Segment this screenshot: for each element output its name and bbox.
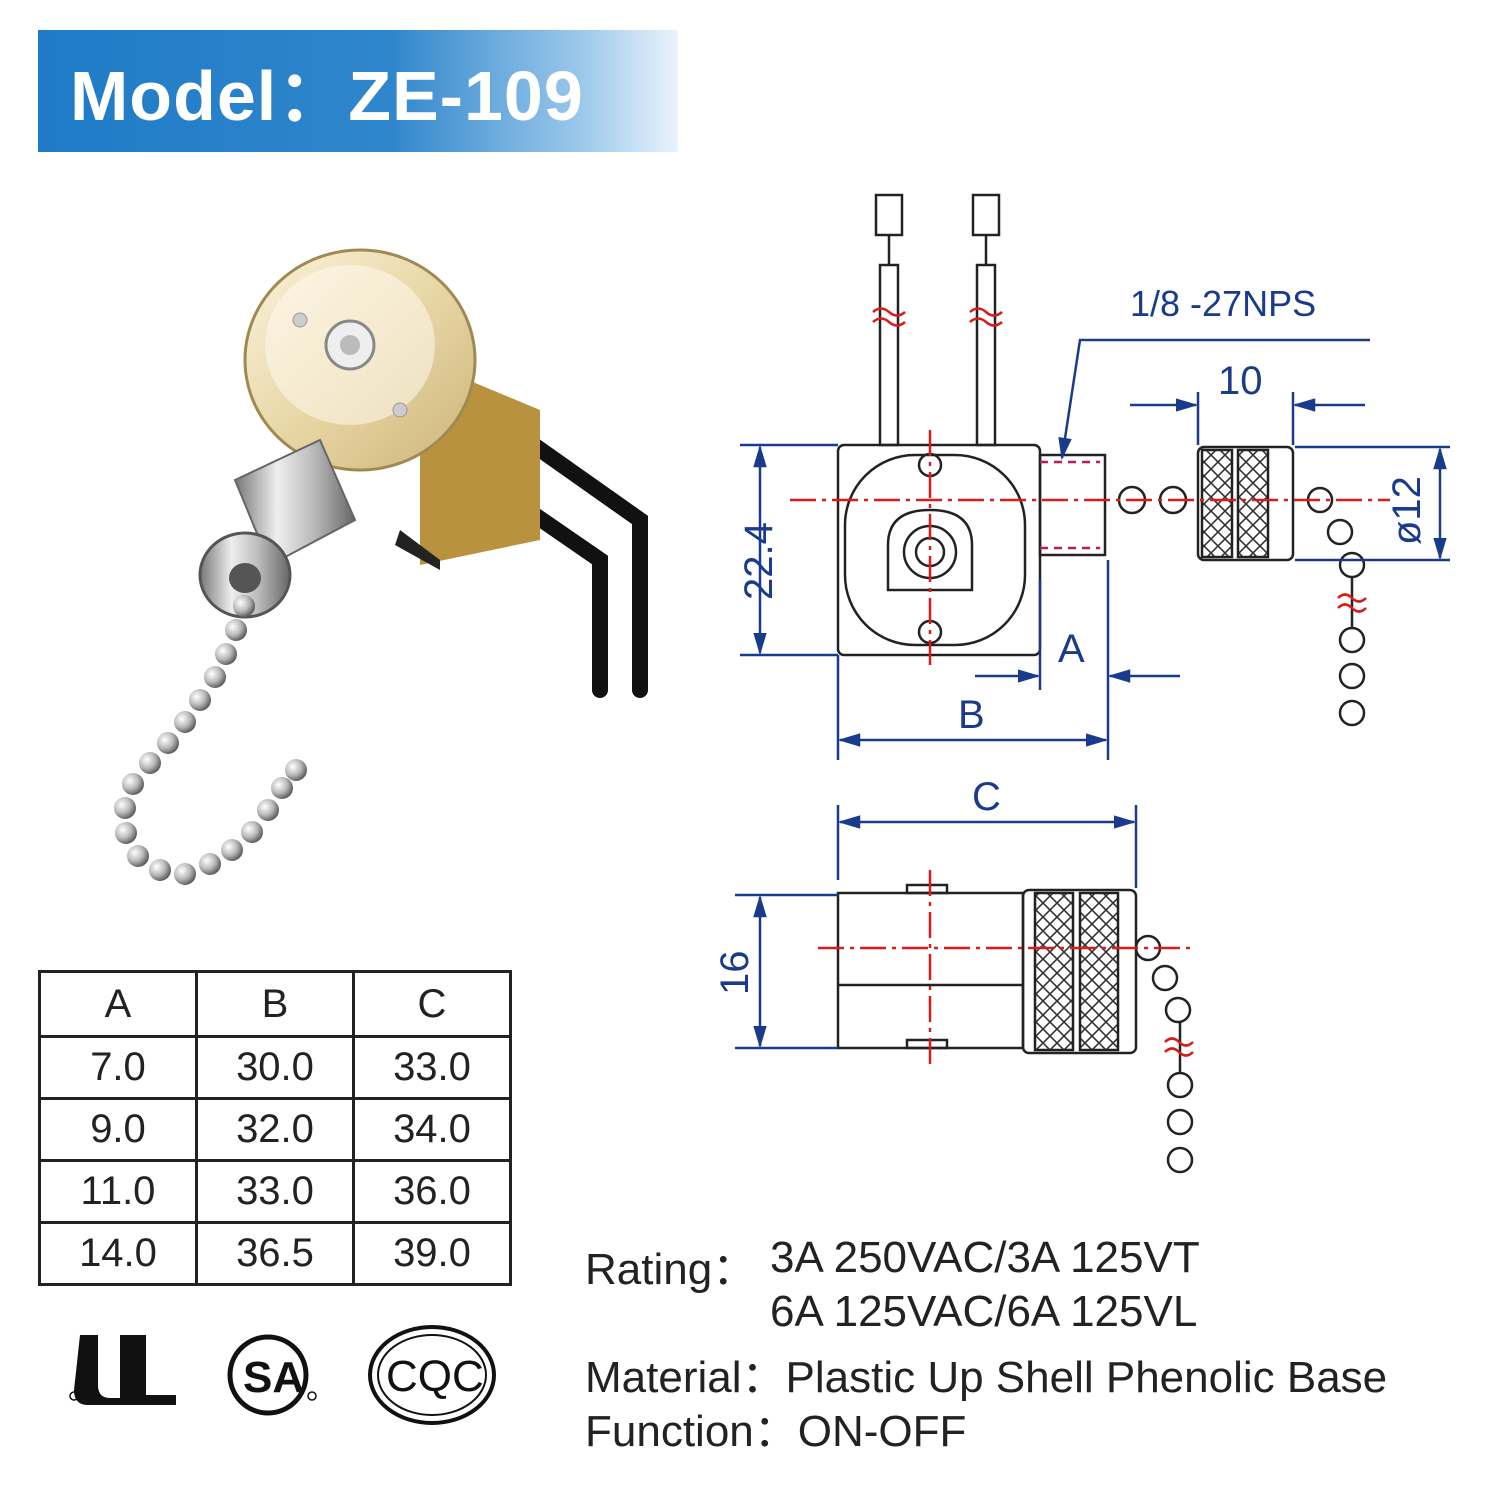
- dim-12-label: ø12: [1385, 476, 1429, 545]
- dim-16-label: 16: [713, 951, 757, 996]
- dim-22-4-label: 22.4: [737, 522, 781, 600]
- dimension-table: A B C 7.0 30.0 33.0 9.0 32.0 34.0 11.0 3…: [38, 970, 512, 1286]
- dimensions-top: [740, 338, 1450, 760]
- cqc-logo-text: CQC: [386, 1352, 484, 1401]
- technical-drawing-top: [836, 193, 1366, 727]
- dimensions-side: [735, 805, 1138, 1050]
- table-cell: 34.0: [352, 1097, 512, 1162]
- rating-line2: 6A 125VAC/6A 125VL: [770, 1287, 1198, 1336]
- ul-logo: [69, 1335, 176, 1405]
- centerlines-top: [790, 307, 1390, 665]
- table-cell: 7.0: [38, 1035, 198, 1100]
- table-cell: 36.0: [352, 1159, 512, 1224]
- table-cell: 32.0: [195, 1097, 355, 1162]
- material-value: Plastic Up Shell Phenolic Base: [785, 1353, 1388, 1402]
- bead-chain: [114, 595, 307, 885]
- centerlines-side: [818, 870, 1194, 1065]
- dimension-labels-side: C 16: [713, 775, 1001, 995]
- function-key: Function：: [585, 1407, 798, 1456]
- table-row: 7.0 30.0 33.0: [38, 1035, 512, 1100]
- product-photo: [114, 248, 648, 885]
- material-key: Material：: [585, 1353, 786, 1402]
- table-cell: 11.0: [38, 1159, 198, 1224]
- table-header: B: [195, 970, 355, 1038]
- model-banner: [38, 30, 678, 152]
- table-row: 11.0 33.0 36.0: [38, 1159, 512, 1224]
- table-cell: 9.0: [38, 1097, 198, 1162]
- dim-a-label: A: [1058, 627, 1085, 671]
- dimension-labels-top: 1/8 -27NPS 10 ø12 22.4 A B: [737, 283, 1429, 737]
- table-cell: 33.0: [352, 1035, 512, 1100]
- thread-spec-label: 1/8 -27NPS: [1130, 283, 1316, 324]
- technical-drawing-side: [836, 883, 1194, 1174]
- table-row: 9.0 32.0 34.0: [38, 1097, 512, 1162]
- rating-row: Rating：: [585, 1233, 756, 1297]
- table-header: A: [38, 970, 198, 1038]
- table-cell: 33.0: [195, 1159, 355, 1224]
- dim-c-label: C: [972, 775, 1001, 819]
- table-header-row: A B C: [38, 970, 512, 1038]
- function-row: Function：ON-OFF: [585, 1395, 966, 1459]
- material-row: Material：Plastic Up Shell Phenolic Base: [585, 1341, 1387, 1405]
- csa-logo: SA: [227, 1334, 317, 1416]
- rating-key: Rating：: [585, 1245, 757, 1294]
- cqc-logo: CQC: [368, 1325, 496, 1425]
- table-header: C: [352, 970, 512, 1038]
- csa-logo-text: SA: [243, 1353, 304, 1402]
- table-cell: 39.0: [352, 1221, 512, 1286]
- function-value: ON-OFF: [797, 1407, 967, 1456]
- rating-line1: 3A 250VAC/3A 125VT: [770, 1233, 1200, 1282]
- table-cell: 36.5: [195, 1221, 355, 1286]
- table-cell: 14.0: [38, 1221, 198, 1286]
- dim-10-label: 10: [1218, 359, 1263, 403]
- table-row: 14.0 36.5 39.0: [38, 1221, 512, 1286]
- dim-b-label: B: [958, 693, 985, 737]
- model-title: Model：ZE-109: [70, 57, 584, 135]
- table-cell: 30.0: [195, 1035, 355, 1100]
